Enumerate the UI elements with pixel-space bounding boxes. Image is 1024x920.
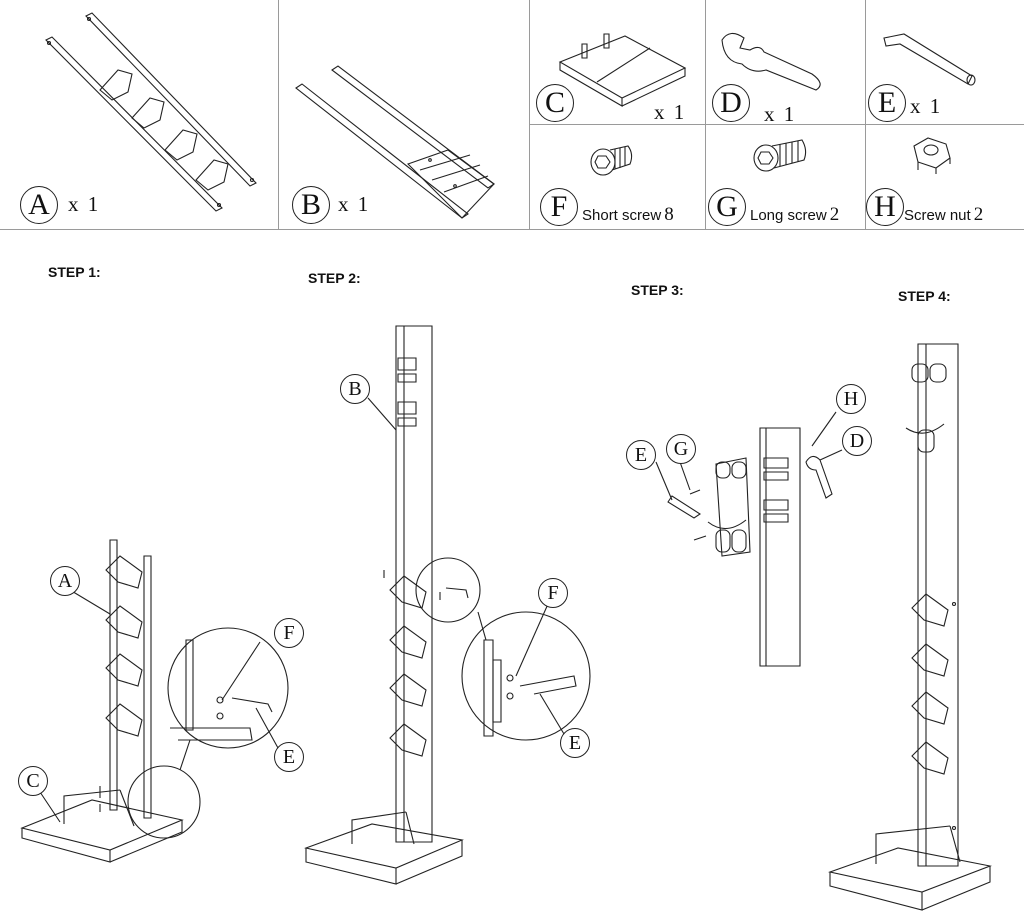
step-1-heading: STEP 1: — [48, 264, 101, 280]
part-a-qty: x 1 — [68, 192, 101, 216]
parts-divider-de — [865, 0, 866, 229]
step1-callout-e: E — [274, 742, 304, 772]
step1-callout-f: F — [274, 618, 304, 648]
part-d-label: D — [712, 84, 750, 122]
step3-callout-h: H — [836, 384, 866, 414]
part-a-label: A — [20, 186, 58, 224]
part-f-label: F — [540, 188, 578, 226]
part-e-qty: x 1 — [910, 94, 943, 118]
step3-callout-e: E — [626, 440, 656, 470]
step2-callout-b: B — [340, 374, 370, 404]
step-4-heading: STEP 4: — [898, 288, 951, 304]
part-b-qty: x 1 — [338, 192, 371, 216]
part-h-drawing — [914, 138, 950, 174]
parts-row-divider — [529, 124, 1024, 125]
part-c-label: C — [536, 84, 574, 122]
step2-callout-e: E — [560, 728, 590, 758]
step-3-heading: STEP 3: — [631, 282, 684, 298]
part-g-drawing — [754, 140, 806, 171]
part-f-drawing — [591, 146, 632, 175]
step4-drawing — [830, 344, 990, 910]
part-c-qty: x 1 — [654, 100, 687, 124]
part-d-qty: x 1 — [764, 102, 797, 126]
part-a-drawing — [46, 13, 256, 211]
step3-callout-d: D — [842, 426, 872, 456]
step1-drawing — [22, 540, 288, 862]
parts-table-bottom-border — [0, 229, 1024, 230]
step1-callout-a: A — [50, 566, 80, 596]
part-g-label: G — [708, 188, 746, 226]
step2-callout-f: F — [538, 578, 568, 608]
step2-drawing — [306, 326, 590, 884]
part-c-drawing — [560, 34, 685, 106]
part-b-label: B — [292, 186, 330, 224]
step3-callout-g: G — [666, 434, 696, 464]
part-b-drawing — [296, 66, 494, 218]
parts-divider-cd — [705, 0, 706, 229]
parts-divider-ab — [278, 0, 279, 229]
part-e-label: E — [868, 84, 906, 122]
step3-drawing — [656, 412, 842, 666]
part-h-label: H — [866, 188, 904, 226]
part-e-drawing — [884, 34, 975, 85]
part-d-drawing — [722, 33, 820, 90]
step1-callout-c: C — [18, 766, 48, 796]
step-2-heading: STEP 2: — [308, 270, 361, 286]
parts-divider-b-right — [529, 0, 530, 229]
